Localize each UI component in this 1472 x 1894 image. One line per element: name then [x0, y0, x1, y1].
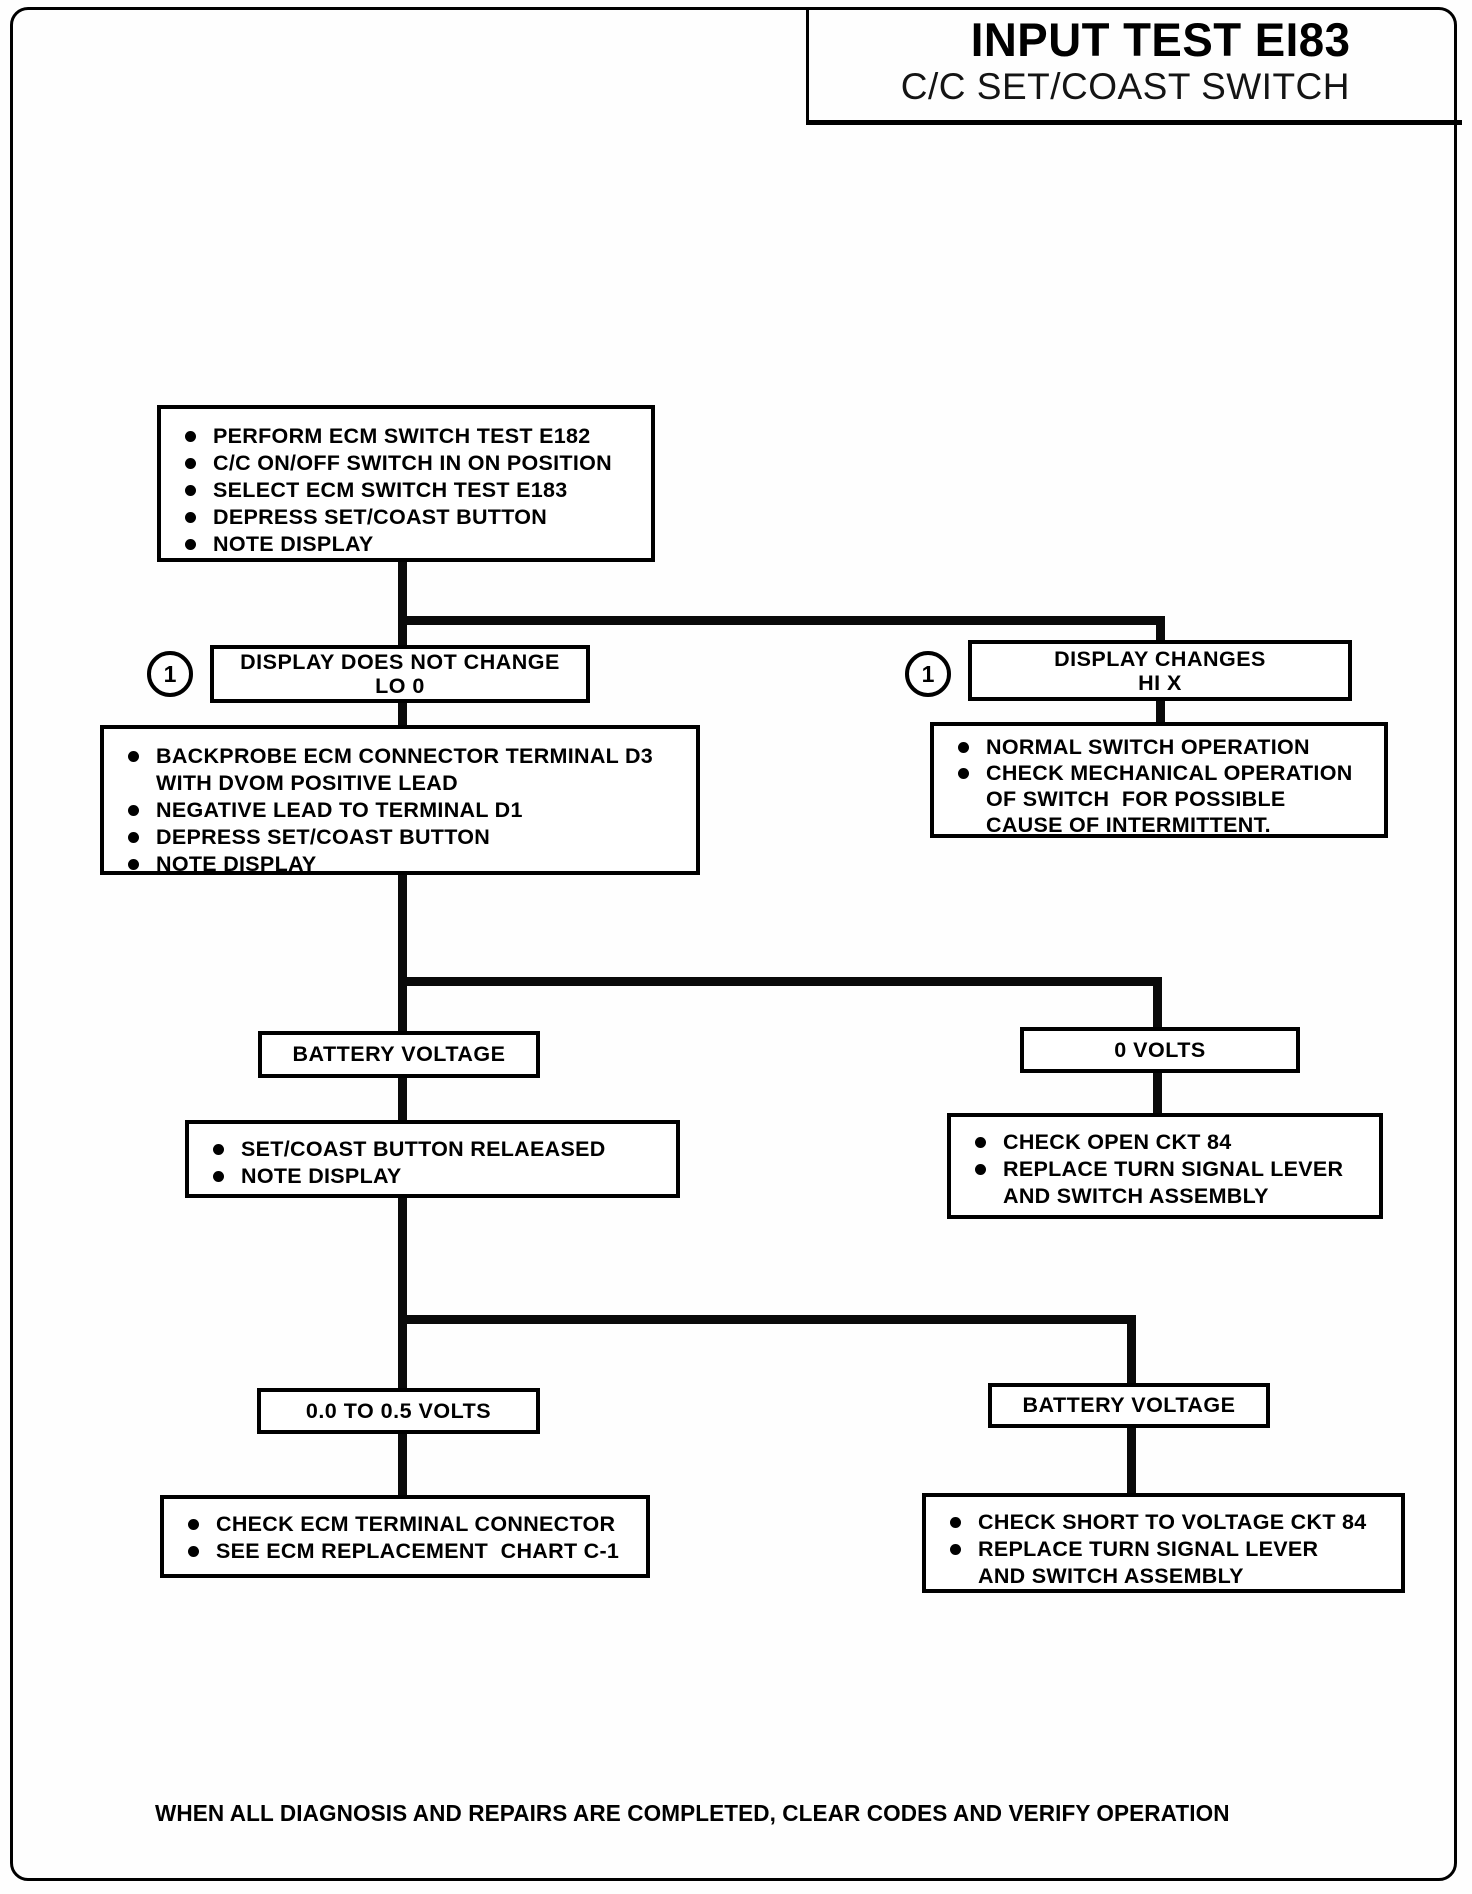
branch-label-text: DISPLAY DOES NOT CHANGE: [240, 650, 560, 674]
bullet-list: NORMAL SWITCH OPERATION CHECK MECHANICAL…: [934, 726, 1384, 838]
bullet-list: SET/COAST BUTTON RELAEASED NOTE DISPLAY: [189, 1124, 676, 1190]
branch-label-value: LO 0: [375, 674, 425, 698]
bullet-list: BACKPROBE ECM CONNECTOR TERMINAL D3 WITH…: [104, 729, 696, 878]
branch-label-display-does-not-change: DISPLAY DOES NOT CHANGE LO 0: [210, 645, 590, 703]
result-label: BATTERY VOLTAGE: [1022, 1393, 1236, 1417]
bullet-item: NOTE DISPLAY: [120, 851, 690, 878]
connector-branch1-horizontal: [398, 616, 1165, 625]
bullet-item: C/C ON/OFF SWITCH IN ON POSITION: [177, 450, 645, 477]
branch-marker-right: 1: [905, 651, 951, 697]
flow-box-normal-operation: NORMAL SWITCH OPERATION CHECK MECHANICAL…: [930, 722, 1388, 838]
connector-step3-down: [398, 1194, 407, 1324]
result-label: 0 VOLTS: [1114, 1037, 1206, 1062]
bullet-list: CHECK ECM TERMINAL CONNECTOR SEE ECM REP…: [164, 1499, 646, 1565]
bullet-item: NOTE DISPLAY: [177, 531, 645, 558]
bullet-list: CHECK OPEN CKT 84 REPLACE TURN SIGNAL LE…: [951, 1117, 1379, 1210]
page-border: [10, 7, 1457, 1881]
result-box-battery-voltage-1: BATTERY VOLTAGE: [258, 1031, 540, 1078]
result-box-0-to-0-5-volts: 0.0 TO 0.5 VOLTS: [257, 1388, 540, 1434]
bullet-item: NOTE DISPLAY: [205, 1163, 670, 1190]
bullet-list: PERFORM ECM SWITCH TEST E182 C/C ON/OFF …: [161, 409, 651, 558]
flow-box-check-short-to-voltage: CHECK SHORT TO VOLTAGE CKT 84 REPLACE TU…: [922, 1493, 1405, 1593]
connector-branch2-left-down: [398, 977, 407, 1035]
connector-branch3-right-down: [1127, 1315, 1136, 1387]
branch-label-display-changes: DISPLAY CHANGES HI X: [968, 640, 1352, 701]
flow-box-button-released: SET/COAST BUTTON RELAEASED NOTE DISPLAY: [185, 1120, 680, 1198]
bullet-item: NORMAL SWITCH OPERATION: [950, 734, 1378, 760]
footer-note: WHEN ALL DIAGNOSIS AND REPAIRS ARE COMPL…: [155, 1800, 1230, 1826]
bullet-item: DEPRESS SET/COAST BUTTON: [120, 824, 690, 851]
connector-step1-down: [398, 558, 407, 622]
flow-box-check-open-ckt: CHECK OPEN CKT 84 REPLACE TURN SIGNAL LE…: [947, 1113, 1383, 1219]
bullet-item: CHECK ECM TERMINAL CONNECTOR: [180, 1511, 640, 1538]
connector-branch3-horizontal: [398, 1315, 1136, 1324]
title-box: INPUT TEST EI83 C/C SET/COAST SWITCH: [806, 7, 1462, 125]
bullet-item: NEGATIVE LEAD TO TERMINAL D1: [120, 797, 690, 824]
connector-branch3-left-down: [398, 1315, 407, 1392]
connector-step2-down: [398, 871, 407, 983]
bullet-item: BACKPROBE ECM CONNECTOR TERMINAL D3 WITH…: [120, 743, 690, 797]
bullet-item: DEPRESS SET/COAST BUTTON: [177, 504, 645, 531]
bullet-item: CHECK SHORT TO VOLTAGE CKT 84: [942, 1509, 1395, 1536]
branch-label-text: DISPLAY CHANGES: [1054, 646, 1266, 671]
connector-battery2-down: [1127, 1424, 1136, 1496]
bullet-item: REPLACE TURN SIGNAL LEVER AND SWITCH ASS…: [942, 1536, 1395, 1590]
branch-marker-number: 1: [921, 660, 935, 687]
page-title: INPUT TEST EI83: [970, 13, 1350, 66]
connector-battery1-down: [398, 1076, 407, 1124]
flow-box-check-ecm-terminal: CHECK ECM TERMINAL CONNECTOR SEE ECM REP…: [160, 1495, 650, 1578]
bullet-item: SEE ECM REPLACEMENT CHART C-1: [180, 1538, 640, 1565]
bullet-item: REPLACE TURN SIGNAL LEVER AND SWITCH ASS…: [967, 1156, 1373, 1210]
bullet-item: CHECK MECHANICAL OPERATION OF SWITCH FOR…: [950, 760, 1378, 838]
bullet-item: CHECK OPEN CKT 84: [967, 1129, 1373, 1156]
connector-lowvolts-down: [398, 1430, 407, 1498]
bullet-list: CHECK SHORT TO VOLTAGE CKT 84 REPLACE TU…: [926, 1497, 1401, 1590]
result-label: BATTERY VOLTAGE: [292, 1042, 506, 1066]
page-subtitle: C/C SET/COAST SWITCH: [900, 66, 1350, 107]
bullet-item: PERFORM ECM SWITCH TEST E182: [177, 423, 645, 450]
branch-marker-number: 1: [163, 660, 177, 687]
result-box-0-volts: 0 VOLTS: [1020, 1027, 1300, 1073]
flow-box-backprobe-steps: BACKPROBE ECM CONNECTOR TERMINAL D3 WITH…: [100, 725, 700, 878]
flow-box-initial-steps: PERFORM ECM SWITCH TEST E182 C/C ON/OFF …: [157, 405, 655, 562]
connector-branch2-right-down: [1153, 977, 1162, 1031]
connector-branch2-horizontal: [398, 977, 1162, 986]
branch-marker-left: 1: [147, 651, 193, 697]
branch-label-value: HI X: [1138, 670, 1182, 695]
bullet-item: SELECT ECM SWITCH TEST E183: [177, 477, 645, 504]
result-label: 0.0 TO 0.5 VOLTS: [305, 1398, 492, 1423]
result-box-battery-voltage-2: BATTERY VOLTAGE: [988, 1383, 1270, 1428]
bullet-item: SET/COAST BUTTON RELAEASED: [205, 1136, 670, 1163]
connector-0volts-down: [1153, 1071, 1162, 1117]
